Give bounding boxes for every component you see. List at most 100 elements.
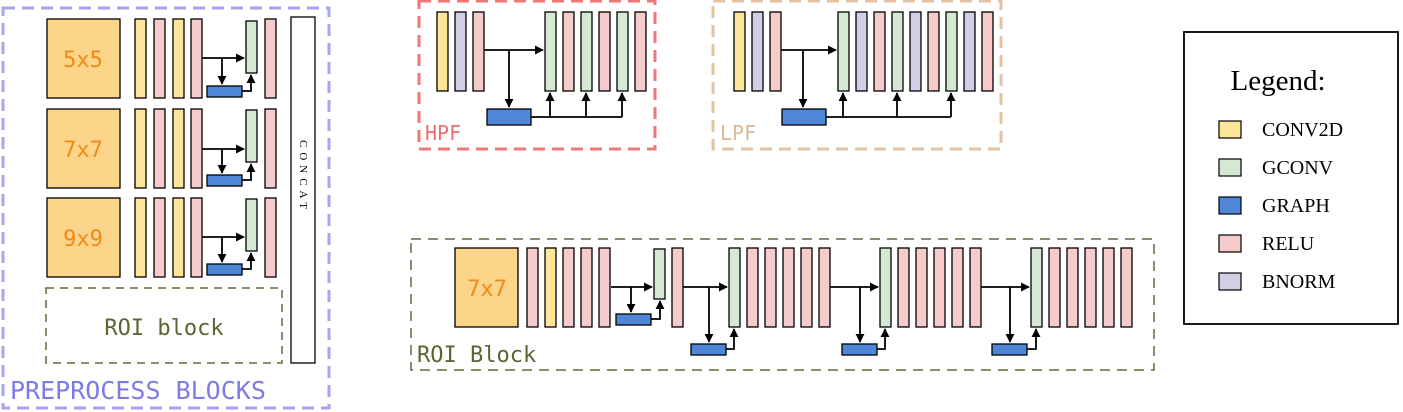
gconv-layer: [580, 11, 593, 92]
kernel-label: 9x9: [63, 227, 103, 252]
gconv-layer: [879, 247, 892, 328]
conv2d-layer: [544, 247, 557, 328]
relu-layer: [800, 247, 813, 328]
relu-layer: [969, 247, 982, 328]
conv2d-layer: [733, 11, 746, 92]
relu-layer: [818, 247, 831, 328]
relu-layer: [190, 18, 203, 99]
relu-layer: [153, 108, 166, 189]
graph-layer: [206, 85, 243, 98]
relu-layer: [264, 197, 277, 278]
relu-layer: [927, 11, 940, 92]
conv2d-kernel-block: [454, 247, 519, 328]
bnorm-layer: [963, 11, 976, 92]
legend-label-gconv: GCONV: [1262, 157, 1334, 179]
arrow: [726, 328, 739, 350]
lpf-label: LPF: [720, 121, 756, 145]
concat-layer: [290, 16, 316, 364]
gconv-layer: [945, 11, 958, 92]
graph-layer: [206, 174, 243, 187]
preprocess-row-5x5: 5x5: [46, 18, 277, 99]
relu-layer: [1048, 247, 1061, 328]
relu-layer: [915, 247, 928, 328]
graph-layer: [615, 313, 652, 326]
roi-block-label: ROI block: [104, 316, 223, 341]
bnorm-layer: [751, 11, 764, 92]
arrow: [242, 252, 256, 270]
relu-layer: [897, 247, 910, 328]
lpf-border: [711, 0, 1003, 151]
relu-layer: [264, 108, 277, 189]
conv2d-kernel-block: [46, 108, 121, 189]
concat-label: CONCAT: [297, 140, 309, 214]
relu-layer: [153, 18, 166, 99]
graph-layer: [991, 343, 1028, 356]
conv2d-layer: [436, 11, 449, 92]
conv2d-kernel-block: [46, 18, 121, 99]
gconv-layer: [616, 11, 629, 92]
legend-label-conv2d: CONV2D: [1262, 119, 1343, 141]
relu-layer: [598, 247, 611, 328]
hpf-block: HPF: [417, 0, 657, 151]
roi-block-placeholder: [45, 287, 283, 364]
gconv-layer: [245, 20, 258, 74]
gconv-layer: [245, 109, 258, 163]
relu-layer: [264, 18, 277, 99]
conv2d-layer: [172, 197, 185, 278]
relu-layer: [472, 11, 485, 92]
arrow: [877, 328, 890, 350]
legend-label-relu: RELU: [1262, 233, 1315, 255]
relu-layer: [153, 197, 166, 278]
legend-swatch-graph: [1218, 196, 1242, 215]
roi-block: ROI Block 7x7: [410, 238, 1155, 371]
gconv-layer: [837, 11, 850, 92]
conv2d-layer: [134, 18, 147, 99]
conv2d-layer: [172, 18, 185, 99]
relu-layer: [782, 247, 795, 328]
relu-layer: [1066, 247, 1079, 328]
relu-layer: [1102, 247, 1115, 328]
legend-swatch-gconv: [1218, 158, 1242, 177]
graph-layer: [841, 343, 878, 356]
gconv-layer: [1030, 247, 1043, 328]
preprocess-border: [1, 6, 331, 410]
relu-layer: [598, 11, 611, 92]
conv2d-layer: [172, 108, 185, 189]
gconv-layer: [728, 247, 741, 328]
relu-layer: [562, 247, 575, 328]
preprocess-row-9x9: 9x9: [46, 197, 277, 278]
graph-layer: [781, 108, 827, 126]
relu-layer: [526, 247, 539, 328]
lpf-block: LPF: [711, 0, 1003, 151]
relu-layer: [634, 11, 647, 92]
arrow: [242, 74, 256, 92]
kernel-label: 7x7: [63, 138, 103, 163]
relu-layer: [764, 247, 777, 328]
gconv-layer: [653, 248, 666, 300]
bnorm-layer: [909, 11, 922, 92]
gconv-layer: [891, 11, 904, 92]
arrow: [651, 300, 665, 320]
legend-label-bnorm: BNORM: [1262, 271, 1336, 293]
relu-layer: [873, 11, 886, 92]
relu-layer: [951, 247, 964, 328]
relu-layer: [1084, 247, 1097, 328]
gconv-layer: [544, 11, 557, 92]
kernel-label: 5x5: [63, 48, 103, 73]
legend-swatch-conv2d: [1218, 120, 1242, 139]
roi-title: ROI Block: [417, 343, 536, 368]
roi-border: [410, 238, 1155, 371]
arrow: [242, 163, 256, 181]
conv2d-kernel-block: [46, 197, 121, 278]
relu-layer: [580, 247, 593, 328]
legend: Legend: CONV2D GCONV GRAPH RELU BNORM: [1183, 31, 1399, 325]
graph-layer: [690, 343, 727, 356]
hpf-border: [417, 0, 657, 151]
legend-title: Legend:: [1230, 65, 1325, 97]
legend-swatch-bnorm: [1218, 272, 1242, 291]
gconv-layer: [245, 198, 258, 252]
preprocess-title: PREPROCESS BLOCKS: [10, 376, 266, 405]
conv2d-layer: [134, 197, 147, 278]
legend-label-graph: GRAPH: [1262, 195, 1330, 217]
